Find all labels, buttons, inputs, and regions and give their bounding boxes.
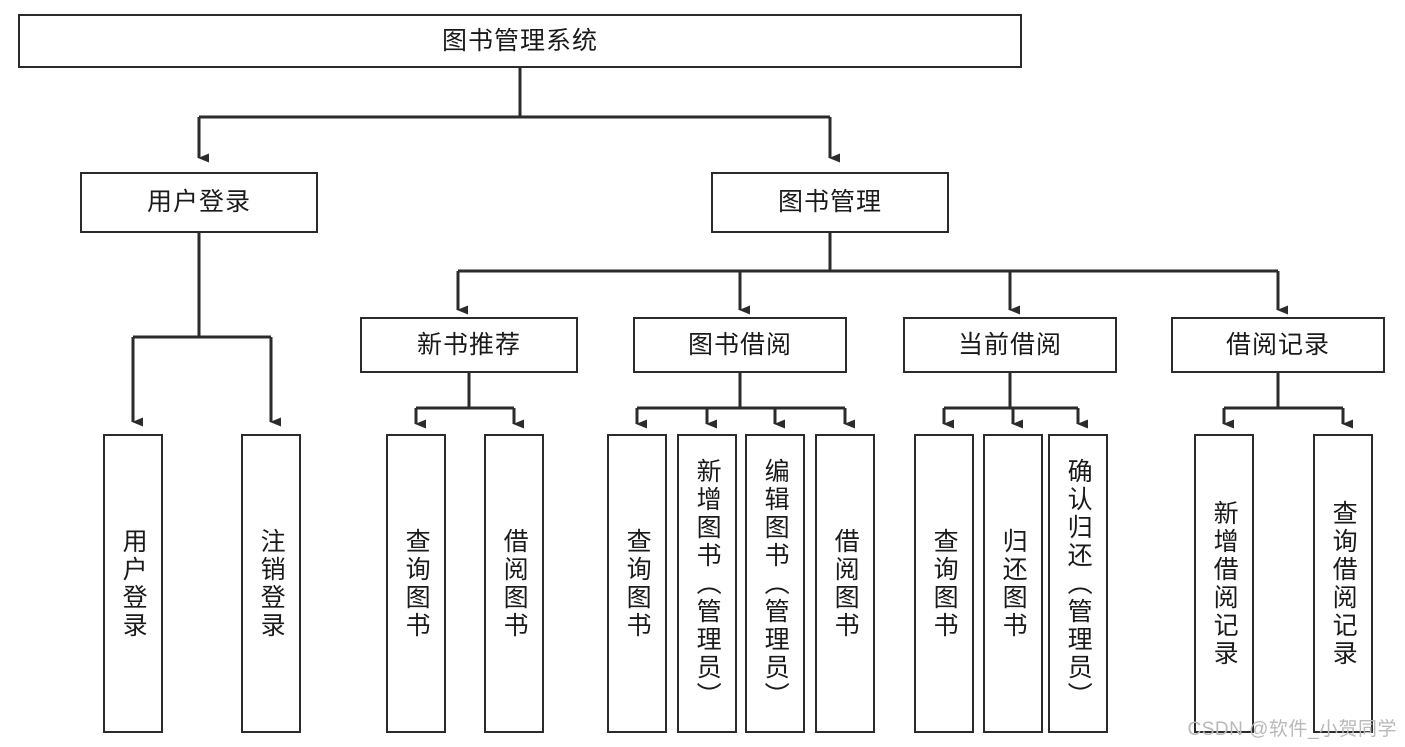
node-leaf-query-record[interactable]: 查询借阅记录 — [1313, 434, 1373, 733]
node-leaf-add-book[interactable]: 新增图书（管理员） — [677, 434, 737, 733]
node-root[interactable]: 图书管理系统 — [18, 14, 1022, 68]
node-book-borrow[interactable]: 图书借阅 — [633, 317, 847, 373]
node-leaf-confirm-return[interactable]: 确认归还（管理员） — [1048, 434, 1108, 733]
node-current-borrow-label: 当前借阅 — [957, 330, 1062, 359]
node-leaf-edit-book-label: 编辑图书（管理员） — [761, 457, 790, 710]
node-leaf-add-book-label: 新增图书（管理员） — [693, 457, 722, 710]
node-leaf-query-book-3[interactable]: 查询图书 — [914, 434, 974, 733]
node-leaf-borrow-book-2-label: 借阅图书 — [831, 527, 860, 640]
node-leaf-add-record[interactable]: 新增借阅记录 — [1194, 434, 1254, 733]
node-user-login-label: 用户登录 — [146, 188, 251, 217]
node-leaf-query-book-1-label: 查询图书 — [402, 527, 431, 640]
node-borrow-record[interactable]: 借阅记录 — [1171, 317, 1385, 373]
node-leaf-logout-login-label: 注销登录 — [257, 527, 286, 640]
node-leaf-query-book-1[interactable]: 查询图书 — [386, 434, 446, 733]
node-book-borrow-label: 图书借阅 — [687, 330, 792, 359]
node-current-borrow[interactable]: 当前借阅 — [903, 317, 1117, 373]
node-leaf-logout-login[interactable]: 注销登录 — [241, 434, 301, 733]
watermark: CSDN @软件_小贺同学 — [1187, 719, 1397, 740]
node-leaf-return-book-label: 归还图书 — [999, 527, 1028, 640]
node-leaf-user-login[interactable]: 用户登录 — [103, 434, 163, 733]
node-leaf-return-book[interactable]: 归还图书 — [983, 434, 1043, 733]
node-book-management-label: 图书管理 — [777, 188, 882, 217]
node-leaf-query-book-3-label: 查询图书 — [930, 527, 959, 640]
node-leaf-edit-book[interactable]: 编辑图书（管理员） — [745, 434, 805, 733]
node-leaf-borrow-book-1[interactable]: 借阅图书 — [484, 434, 544, 733]
node-leaf-confirm-return-label: 确认归还（管理员） — [1064, 457, 1093, 710]
node-new-book-recommend-label: 新书推荐 — [416, 330, 521, 359]
node-borrow-record-label: 借阅记录 — [1225, 330, 1330, 359]
node-new-book-recommend[interactable]: 新书推荐 — [360, 317, 578, 373]
node-user-login[interactable]: 用户登录 — [80, 172, 318, 233]
node-book-management[interactable]: 图书管理 — [711, 172, 949, 233]
node-leaf-user-login-label: 用户登录 — [119, 527, 148, 640]
node-leaf-borrow-book-1-label: 借阅图书 — [500, 527, 529, 640]
node-leaf-query-book-2-label: 查询图书 — [623, 527, 652, 640]
node-leaf-add-record-label: 新增借阅记录 — [1210, 499, 1239, 668]
node-leaf-query-record-label: 查询借阅记录 — [1329, 499, 1358, 668]
node-leaf-query-book-2[interactable]: 查询图书 — [607, 434, 667, 733]
node-leaf-borrow-book-2[interactable]: 借阅图书 — [815, 434, 875, 733]
node-root-label: 图书管理系统 — [441, 26, 598, 55]
